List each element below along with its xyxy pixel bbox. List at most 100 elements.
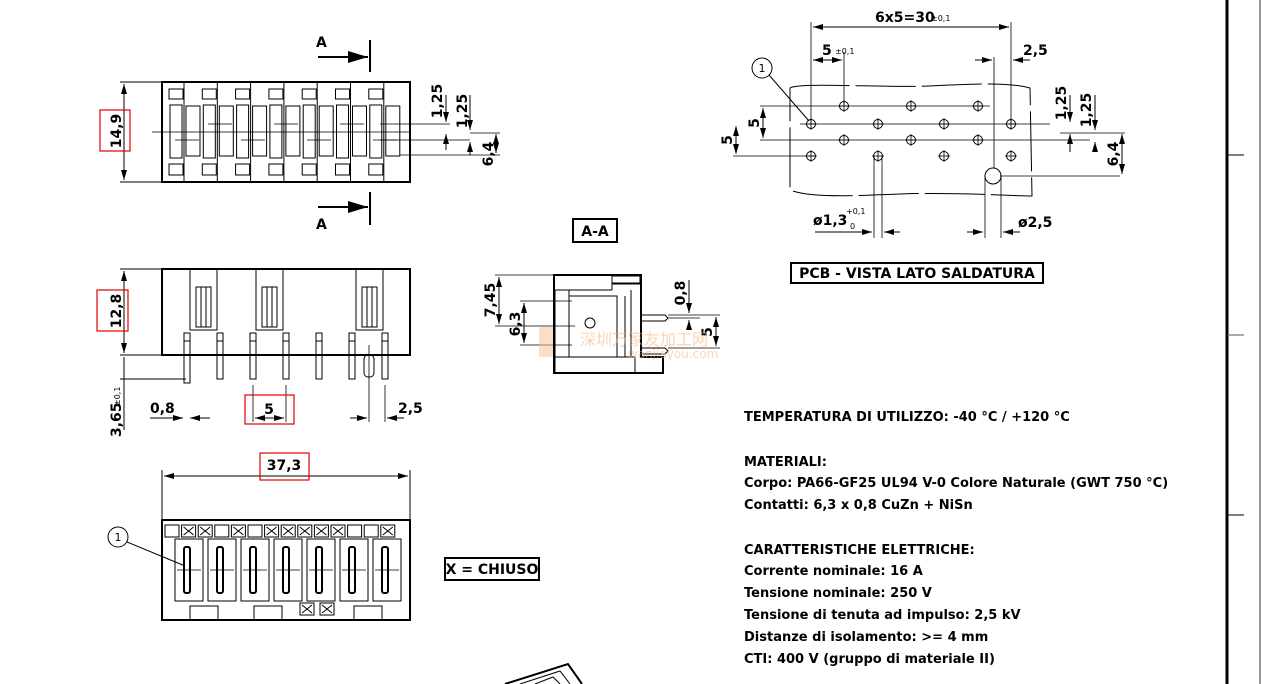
cavity (218, 105, 234, 157)
highlight-box (96, 289, 129, 332)
dim-offset-side: 2,5 (398, 401, 423, 417)
spec-clearance: Distanze di isolamento: >= 4 mm (744, 630, 988, 645)
spec-electrical-title: CARATTERISTICHE ELETTRICHE: (744, 543, 975, 558)
bottom-view: 37,3 1 X = CHIUSO (107, 452, 540, 621)
latch-slot (189, 605, 219, 621)
peg-diameter: ø2,5 (1018, 215, 1052, 231)
hole-tol-plus: +0,1 (846, 207, 865, 216)
opening (363, 524, 379, 538)
spec-contacts: Contatti: 6,3 x 0,8 CuZn + NiSn (744, 498, 973, 513)
dim-pitch: 5 (264, 402, 274, 418)
spec-materials-title: MATERIALI: (744, 455, 827, 470)
dim-pcb-total-tol: ±0,1 (931, 14, 950, 23)
dim-pcb-left-2: 5 (720, 135, 736, 145)
cavity (352, 105, 367, 157)
opening (264, 524, 280, 538)
slot (368, 163, 384, 176)
closed-x-icon (316, 526, 327, 536)
latch-grip (361, 286, 378, 328)
spec-temperature: TEMPERATURA DI UTILIZZO: -40 °C / +120 °… (744, 410, 1070, 425)
section-label-a-top: A (316, 35, 327, 51)
latch-grip (261, 286, 278, 328)
spec-current: Corrente nominale: 16 A (744, 564, 923, 579)
latch (255, 268, 284, 331)
dim-offset-1: 1,25 (430, 84, 446, 119)
cavity (385, 105, 401, 157)
opening (297, 524, 313, 538)
opening (197, 524, 213, 538)
dim-height-top: 14,9 (109, 114, 125, 149)
dim-pin-length: 3,65 (109, 402, 125, 437)
slot (335, 163, 350, 176)
watermark-url: wanjiayou.com (628, 347, 718, 361)
spec-body: Corpo: PA66-GF25 UL94 V-0 Colore Natural… (744, 476, 1168, 491)
slot (201, 163, 217, 176)
slot (168, 163, 184, 176)
highlight-box (99, 109, 131, 152)
cavity (236, 104, 250, 159)
opening (313, 524, 329, 538)
dim-total-section: 7,45 (483, 283, 499, 318)
latch-grip (195, 286, 212, 328)
opening (164, 524, 180, 538)
top-view: A A 14,9 1,25 1,25 6,4 (99, 35, 500, 233)
contact-cavity (273, 538, 303, 602)
closed-x-icon (332, 526, 344, 536)
slot (268, 163, 284, 176)
closed-x-icon (321, 604, 333, 614)
spec-voltage: Tensione nominale: 250 V (744, 586, 932, 601)
dim-width: 37,3 (267, 458, 302, 474)
hole-diameter: ø1,3 (813, 213, 847, 229)
closed-x-icon (233, 526, 244, 536)
contact-cavity (174, 538, 204, 602)
pcb-view: 6x5=30 ±0,1 5 ±0,1 2,5 1,25 1,25 6,4 5 5… (720, 10, 1125, 284)
dim-pcb-offset: 2,5 (1023, 43, 1048, 59)
contact-cavity (306, 538, 336, 602)
side-view: 12,8 3,65 ±0,1 0,8 5 2,5 (96, 268, 423, 437)
dim-pcb-row-2: 1,25 (1079, 93, 1095, 128)
section-title: A-A (581, 224, 609, 240)
slot (235, 163, 251, 176)
cavity (302, 104, 316, 159)
drawing-frame (1225, 0, 1261, 684)
legend-closed: X = CHIUSO (446, 562, 539, 578)
spec-cti: CTI: 400 V (gruppo di materiale II) (744, 652, 995, 667)
cavity (318, 105, 334, 157)
slot (235, 88, 251, 100)
isometric-view-partial (504, 662, 583, 684)
opening (330, 524, 346, 538)
cavity (169, 104, 183, 159)
dim-height-side: 12,8 (109, 294, 125, 329)
dim-pcb-left-1: 5 (747, 118, 763, 128)
contact-cavity (372, 538, 402, 602)
slot (368, 88, 384, 100)
section-a-a: A-A 7,45 6,3 0,8 5 深圳万家友加工网 wanjiayou.co… (483, 218, 720, 374)
opening (347, 524, 363, 538)
closed-x-icon (183, 526, 194, 536)
section-label-a-bottom: A (316, 217, 327, 233)
slot (301, 163, 317, 176)
opening (214, 524, 230, 538)
contact-cavity (207, 538, 237, 602)
watermark-cn: 深圳万家友加工网 (580, 330, 708, 349)
callout-1: 1 (115, 531, 122, 544)
slot (268, 88, 284, 100)
opening (181, 524, 197, 538)
latch-slot (253, 605, 283, 621)
slot (335, 88, 350, 100)
dim-pin-thickness: 0,8 (150, 401, 175, 417)
cavity (252, 105, 268, 157)
closed-x-icon (266, 526, 277, 536)
slot (301, 88, 317, 100)
contact-cavity (339, 538, 369, 602)
closed-x-icon (301, 604, 313, 614)
opening (230, 524, 246, 538)
closed-x-icon (299, 526, 311, 536)
dim-offset-2: 1,25 (455, 94, 471, 129)
latch (189, 268, 218, 331)
dim-pcb-row-1: 1,25 (1054, 86, 1070, 121)
pcb-title: PCB - VISTA LATO SALDATURA (799, 266, 1035, 282)
closed-x-icon (382, 526, 394, 536)
dim-pcb-row: 6,4 (1106, 141, 1122, 166)
closed-x-icon (199, 526, 211, 536)
